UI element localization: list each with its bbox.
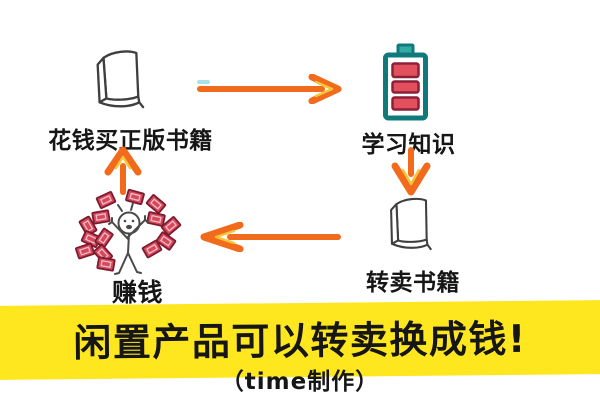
book-icon [390,197,432,251]
arrow-down-icon [391,147,431,196]
node-label-resell-books: 转卖书籍 [366,270,460,296]
money-bill [155,231,177,251]
money-bill [91,209,111,225]
money-bill [94,227,114,249]
money-bill [146,211,166,227]
money-bill [95,191,117,209]
arrow-right-icon [197,74,342,104]
money-bill [75,242,95,260]
node-label-buy-books: 花钱买正版书籍 [48,128,213,154]
arrow-left-icon [200,222,341,252]
person-money-icon [75,188,182,275]
book-icon [96,50,145,109]
stick-figure [108,202,149,275]
money-burst [75,188,182,272]
money-bill [160,216,182,236]
credit-text: （time制作） [220,369,380,395]
arrow-up-icon [104,146,142,195]
money-bill [96,256,116,272]
highlight-mark [197,80,210,84]
banner-title: 闲置产品可以转卖换成钱! [73,316,527,365]
node-label-earn-money: 赚钱 [111,278,163,307]
money-bill [125,188,145,206]
battery-icon [383,43,428,121]
money-bill [141,239,163,259]
money-bill [145,194,167,214]
